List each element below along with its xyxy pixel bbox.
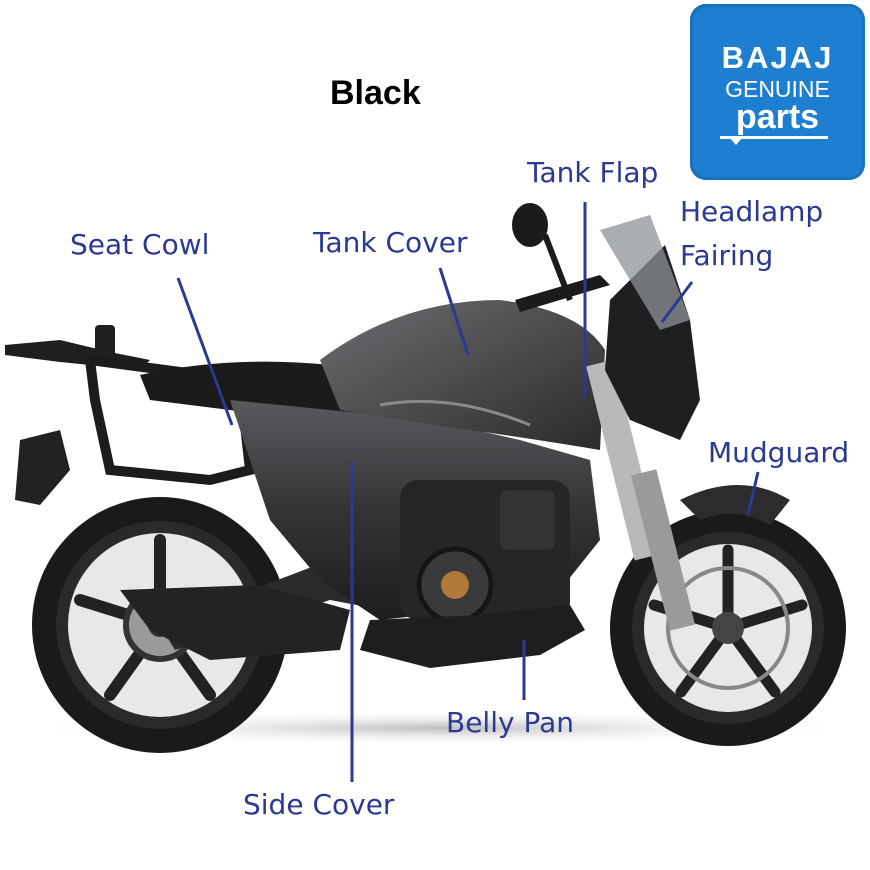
windscreen <box>600 215 690 330</box>
front-fork <box>586 359 695 631</box>
engine <box>400 480 570 624</box>
leader-tank-cover <box>438 267 470 356</box>
mirror <box>512 203 548 247</box>
label-belly-pan: Belly Pan <box>446 706 574 739</box>
label-seat-cowl: Seat Cowl <box>70 228 210 261</box>
fuel-tank <box>320 300 605 450</box>
logo-notch <box>730 138 742 145</box>
leader-headlamp-fairing <box>660 281 694 323</box>
color-title: Black <box>330 74 421 112</box>
label-fairing: Fairing <box>680 239 774 272</box>
label-mudguard: Mudguard <box>708 436 850 469</box>
label-tank-cover: Tank Cover <box>313 226 468 259</box>
logo-underline <box>720 136 828 139</box>
belly-pan-shape <box>360 605 585 668</box>
logo-brand: BAJAJ <box>721 40 834 75</box>
leader-seat-cowl <box>176 277 234 426</box>
logo-line3: parts <box>735 98 820 136</box>
logo-line2: GENUINE <box>725 76 830 102</box>
leader-lines <box>176 202 760 782</box>
label-side-cover: Side Cover <box>243 788 395 821</box>
bajaj-genuine-parts-logo: BAJAJ GENUINE parts <box>690 4 865 180</box>
exhaust <box>120 585 350 660</box>
label-headlamp: Headlamp <box>680 195 824 228</box>
mudguard-shape <box>680 485 790 525</box>
leader-mudguard <box>746 471 760 516</box>
label-tank-flap: Tank Flap <box>527 156 659 189</box>
tail-light <box>15 430 70 505</box>
